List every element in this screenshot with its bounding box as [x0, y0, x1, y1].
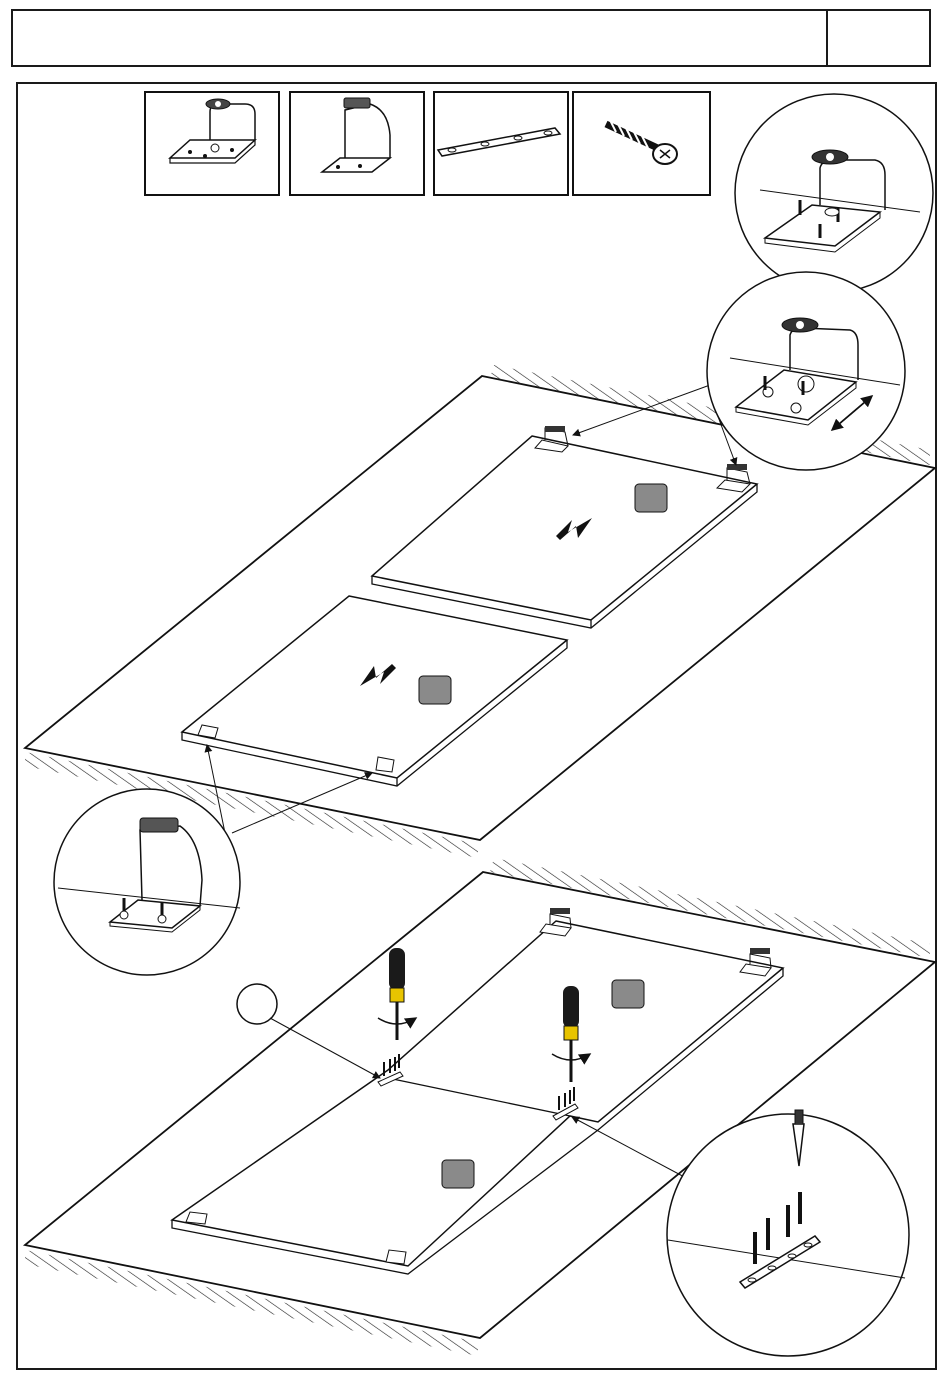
part-box-hinge: [290, 92, 424, 195]
panel-marker-upper-right: [635, 484, 667, 512]
panel-marker-upper-left: [419, 676, 451, 704]
panel-marker-lower-right: [612, 980, 644, 1008]
lower-hinge-bottom-left: [186, 1212, 207, 1224]
upper-front-hinge-right: [376, 757, 394, 772]
part-box-screw: [573, 92, 710, 195]
lower-hinge-bottom-right: [386, 1250, 406, 1264]
parts-legend: [145, 92, 710, 195]
panel-marker-lower-left: [442, 1160, 474, 1188]
detail-circle-hinge: [54, 789, 240, 975]
part-box-hinge-cam: [145, 92, 279, 195]
detail-circle-hinge-cam-top: [735, 94, 933, 292]
detail-circle-hinge-adjust: [707, 272, 905, 470]
part-box-connector-plate: [434, 92, 568, 195]
